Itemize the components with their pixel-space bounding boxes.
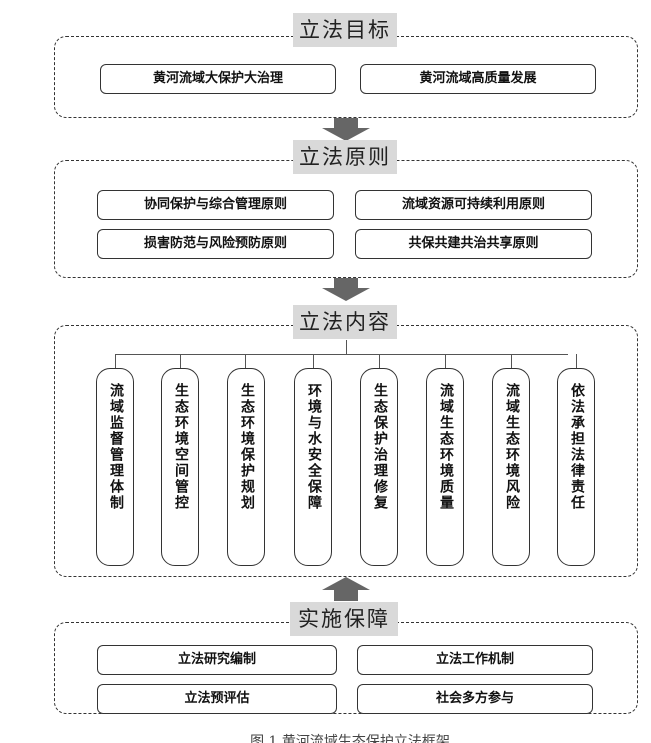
guarantee-item-1: 立法研究编制 [97,645,337,675]
content-item-7: 流域生态环境风险 [492,368,530,566]
tree-branch [115,354,116,368]
content-item-4: 环境与水安全保障 [294,368,332,566]
content-item-label: 环境与水安全保障 [306,383,322,511]
content-item-8: 依法承担法律责任 [557,368,595,566]
content-item-label: 生态保护治理修复 [372,383,388,511]
guarantee-item-4: 社会多方参与 [357,684,593,714]
tree-branch [445,354,446,368]
down-arrow-icon [322,278,370,301]
content-item-label: 生态环境保护规划 [239,383,255,511]
content-item-3: 生态环境保护规划 [227,368,265,566]
section-content-title: 立法内容 [293,305,397,339]
section-principles-title: 立法原则 [293,140,397,174]
principle-item-4: 共保共建共治共享原则 [355,229,592,259]
section-guarantee-title: 实施保障 [290,602,398,636]
content-item-label: 流域监督管理体制 [108,383,124,511]
content-item-label: 依法承担法律责任 [569,383,585,511]
figure-caption: 图 1 黄河流域生态保护立法框架 [250,734,450,743]
down-arrow-icon [322,118,370,141]
content-item-2: 生态环境空间管控 [161,368,199,566]
guarantee-item-3: 立法预评估 [97,684,337,714]
content-item-1: 流域监督管理体制 [96,368,134,566]
content-item-label: 流域生态环境风险 [504,383,520,511]
tree-connector [115,354,568,355]
section-content [54,325,638,577]
goal-item-2: 黄河流域高质量发展 [360,64,596,94]
tree-branch [245,354,246,368]
tree-branch [576,354,577,368]
principle-item-2: 流域资源可持续利用原则 [355,190,592,220]
guarantee-item-2: 立法工作机制 [357,645,593,675]
tree-branch [511,354,512,368]
content-item-6: 流域生态环境质量 [426,368,464,566]
tree-branch [313,354,314,368]
tree-stem [346,340,347,354]
tree-branch [180,354,181,368]
goal-item-1: 黄河流域大保护大治理 [100,64,336,94]
tree-branch [379,354,380,368]
content-item-5: 生态保护治理修复 [360,368,398,566]
principle-item-1: 协同保护与综合管理原则 [97,190,334,220]
content-item-label: 生态环境空间管控 [173,383,189,511]
principle-item-3: 损害防范与风险预防原则 [97,229,334,259]
section-goal-title: 立法目标 [293,13,397,47]
up-arrow-icon [322,577,370,601]
content-item-label: 流域生态环境质量 [438,383,454,511]
